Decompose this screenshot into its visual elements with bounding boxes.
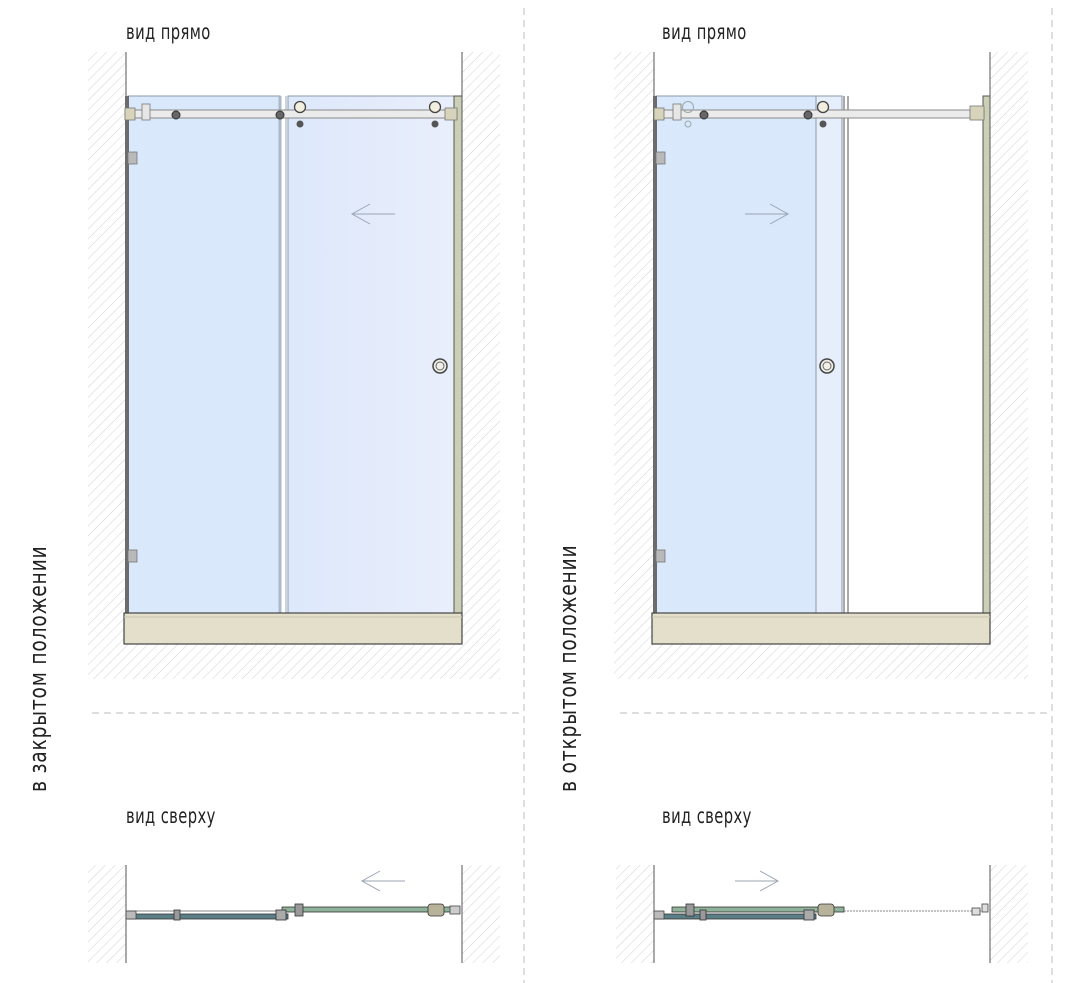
slide-arrow-left (360, 870, 405, 892)
hinge-bottom (127, 549, 138, 563)
roller (275, 110, 285, 120)
floor (88, 643, 500, 679)
wall-left (88, 865, 126, 963)
front-view-label-left: вид прямо (126, 20, 211, 44)
roller (819, 120, 827, 128)
front-view-closed (88, 52, 500, 679)
fixed-glass-panel (127, 95, 281, 614)
hinge-bottom (655, 549, 666, 563)
fixed-panel-plan (127, 913, 289, 920)
door-handle (819, 358, 835, 374)
sliding-door-glass (287, 95, 456, 614)
door-plan (281, 906, 453, 913)
roller (296, 120, 304, 128)
wall-right (462, 865, 500, 963)
floor (614, 643, 1028, 679)
wall-right (990, 52, 1028, 644)
wall-left (88, 52, 126, 644)
wall-right (462, 52, 500, 644)
roller (171, 110, 181, 120)
slide-arrow-left (350, 203, 395, 225)
roller (431, 120, 439, 128)
front-view-label-right: вид прямо (662, 20, 747, 44)
slide-arrow-right (745, 203, 790, 225)
hinge-top (655, 151, 666, 165)
roller-wheel (428, 100, 442, 114)
roller (699, 110, 709, 120)
fixed-glass-panel (655, 95, 817, 614)
open-position-label: в открытом положении (554, 544, 582, 792)
closed-position-label: в закрытом положении (24, 545, 52, 792)
top-view-closed (88, 865, 500, 963)
front-view-open (614, 52, 1028, 679)
top-view-open (616, 865, 1028, 963)
shower-tray (123, 612, 463, 645)
roller (803, 110, 813, 120)
shower-tray (651, 612, 991, 645)
roller-wheel (816, 100, 830, 114)
hinge-top (127, 151, 138, 165)
fixed-panel-plan (655, 913, 817, 920)
wall-left (616, 865, 654, 963)
slide-arrow-right (735, 870, 780, 892)
door-handle (432, 358, 448, 374)
roller-wheel (293, 100, 307, 114)
sliding-door-glass (815, 95, 843, 614)
door-plan (671, 906, 845, 913)
wall-right (990, 865, 1028, 963)
top-view-label-right: вид сверху (662, 804, 752, 828)
top-view-label-left: вид сверху (126, 804, 216, 828)
wall-left (614, 52, 654, 644)
